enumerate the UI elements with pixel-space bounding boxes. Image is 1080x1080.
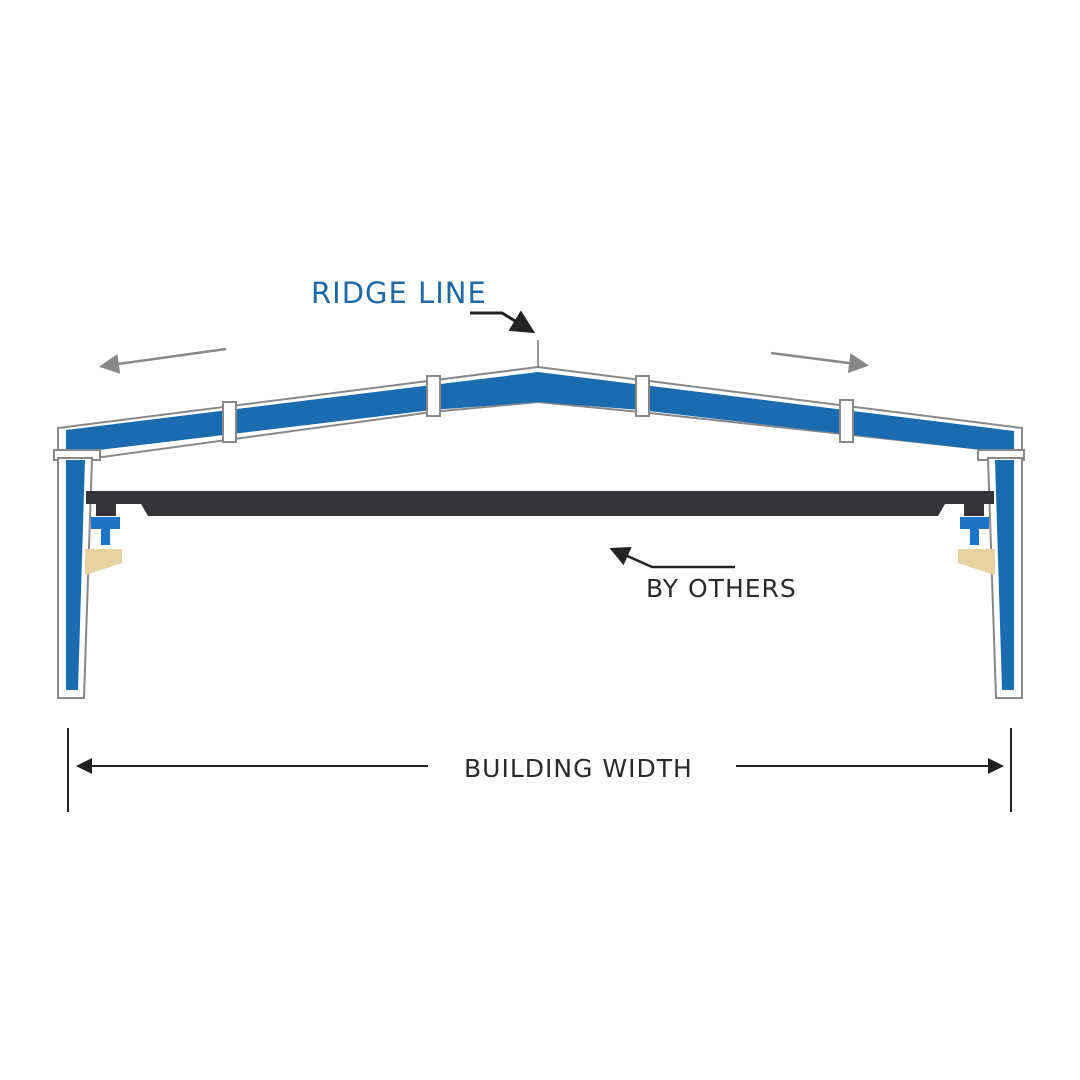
crane-bracket-right: [958, 549, 995, 575]
crane-beam-end-right: [964, 504, 984, 516]
rafter-blue-right: [538, 372, 1014, 451]
left-column-blue: [66, 460, 85, 690]
by-others-label: BY OTHERS: [646, 574, 797, 603]
crane-rails: [91, 517, 989, 545]
slope-arrow-left: [99, 347, 227, 374]
ridge-leader-arrow: [470, 310, 536, 334]
crane-bracket-left: [85, 549, 122, 575]
crane-beam: [86, 491, 994, 516]
right-column-blue: [995, 460, 1014, 690]
crane-beam-end-left: [96, 504, 116, 516]
slope-arrow-right: [770, 351, 869, 373]
ridge-line-label: RIDGE LINE: [311, 276, 487, 310]
rafter-blue-left: [66, 372, 538, 451]
by-others-leader-arrow: [609, 546, 735, 569]
building-width-label: BUILDING WIDTH: [464, 754, 693, 783]
